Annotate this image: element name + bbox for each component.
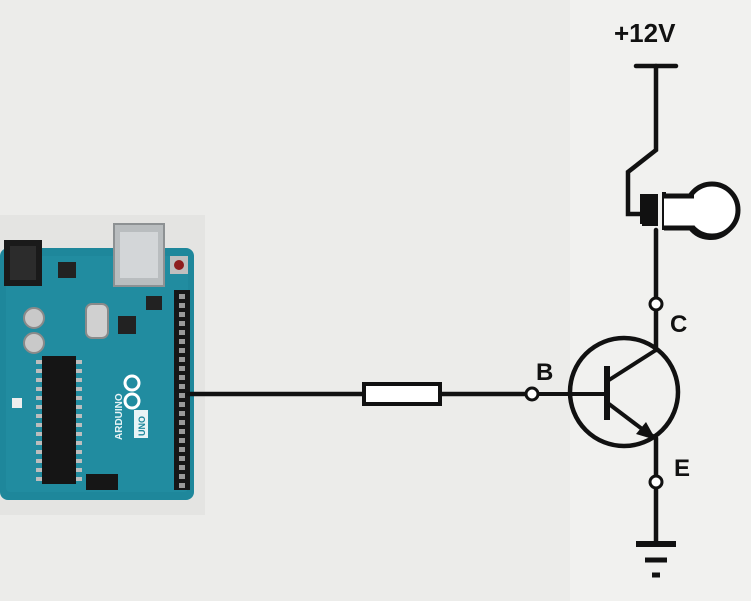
header-pin (179, 483, 185, 488)
crystal (85, 303, 109, 339)
chip-pin (36, 477, 42, 481)
ground-symbol (636, 541, 676, 578)
header-pin (179, 348, 185, 353)
chip-pin (36, 468, 42, 472)
header-pin (179, 357, 185, 362)
base-node (524, 386, 540, 402)
mcu-chip (42, 356, 76, 484)
chip-pin (76, 378, 82, 382)
resistor-symbol (362, 382, 442, 406)
chip-pin (76, 360, 82, 364)
board-silk-text: ARDUINO (114, 393, 125, 440)
chip-pin (76, 450, 82, 454)
header-pin (179, 393, 185, 398)
chip-pin (76, 477, 82, 481)
chip-pin (76, 396, 82, 400)
chip-pin (36, 396, 42, 400)
chip-pin (76, 369, 82, 373)
header-pin (179, 447, 185, 452)
header-pin (179, 294, 185, 299)
header-pin (179, 456, 185, 461)
arduino-board-image: ARDUINO UNO (0, 215, 205, 515)
chip-pin (76, 387, 82, 391)
emitter-label: E (674, 455, 690, 482)
chip-pin (36, 387, 42, 391)
supply-label: +12V (614, 18, 676, 48)
chip-pin (76, 468, 82, 472)
capacitor (23, 307, 45, 329)
header-pin (179, 375, 185, 380)
wires (185, 63, 679, 547)
header-pin (179, 339, 185, 344)
lamp-icon (640, 181, 741, 240)
header-pin (179, 429, 185, 434)
chip-pin (36, 441, 42, 445)
supply-wire (625, 63, 659, 217)
emitter-node (648, 474, 664, 490)
chip-pin (76, 432, 82, 436)
header-pin (179, 330, 185, 335)
header-pins (174, 290, 190, 490)
chip-pin (36, 459, 42, 463)
chip-pin (36, 414, 42, 418)
chip-pin (76, 441, 82, 445)
header-pin (179, 474, 185, 479)
header-pin (179, 366, 185, 371)
npn-transistor-symbol (532, 335, 681, 449)
chip-pin (36, 369, 42, 373)
chip-pin (76, 459, 82, 463)
chip-pin (36, 450, 42, 454)
header-pin (179, 402, 185, 407)
header-pin (179, 312, 185, 317)
collector-node (648, 296, 664, 312)
chip-pin (76, 405, 82, 409)
chip-pin (36, 405, 42, 409)
capacitor (23, 332, 45, 354)
collector-label: C (670, 311, 687, 338)
header-pin (179, 420, 185, 425)
arduino-logo (123, 374, 141, 410)
base-label: B (536, 359, 553, 386)
header-pin (179, 411, 185, 416)
header-pin (179, 321, 185, 326)
chip-pin (36, 360, 42, 364)
chip-pin (36, 432, 42, 436)
chip-pin (76, 423, 82, 427)
chip-pin (76, 414, 82, 418)
header-pin (179, 465, 185, 470)
chip-pin (36, 423, 42, 427)
header-pin (179, 384, 185, 389)
header-pin (179, 303, 185, 308)
header-pin (179, 438, 185, 443)
chip-pin (36, 378, 42, 382)
board-model-text: UNO (137, 416, 147, 436)
